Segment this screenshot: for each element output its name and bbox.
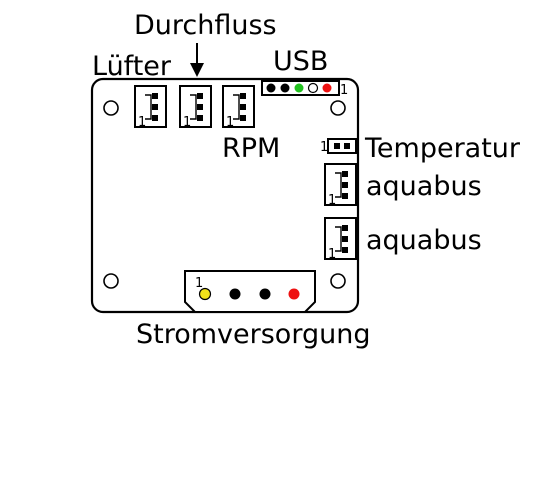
label-rpm: RPM — [222, 133, 280, 164]
mounting-hole-top-left — [103, 100, 119, 116]
label-durchfluss: Durchfluss — [134, 10, 277, 41]
power-pin-2 — [229, 288, 241, 300]
label-usb: USB — [273, 46, 328, 77]
power-connector: 1 — [184, 270, 316, 313]
power-pin-3 — [259, 288, 271, 300]
mounting-hole-bottom-left — [103, 273, 119, 289]
label-aquabus-2: aquabus — [366, 225, 482, 256]
usb-header: 1 — [261, 80, 348, 98]
usb-pin-marker: 1 — [340, 83, 348, 98]
fan-2-pin-marker: 1 — [183, 115, 191, 130]
temperatur-pin-marker: 1 — [320, 140, 328, 155]
usb-pin-5 — [322, 83, 332, 93]
temperature-header: 1 — [320, 138, 357, 155]
mounting-hole-top-right — [330, 100, 346, 116]
aquabus-1-pin-marker: 1 — [328, 193, 336, 208]
power-pin-marker: 1 — [195, 276, 203, 291]
usb-pin-2 — [280, 83, 290, 93]
label-luefter: Lüfter — [92, 51, 172, 82]
power-pin-4 — [288, 288, 300, 300]
label-aquabus-1: aquabus — [366, 171, 482, 202]
usb-pin-1 — [266, 83, 276, 93]
usb-pin-3 — [294, 83, 304, 93]
fan-1-pin-marker: 1 — [138, 115, 146, 130]
label-temperatur: Temperatur — [364, 133, 521, 164]
fan-header-3: 1 — [222, 85, 255, 130]
label-stromversorgung: Stromversorgung — [136, 319, 370, 350]
fan-3-pin-marker: 1 — [226, 115, 234, 130]
aquabus-header-2: 1 — [324, 217, 357, 262]
aquabus-2-pin-marker: 1 — [328, 247, 336, 262]
usb-pin-4 — [307, 82, 319, 94]
mounting-hole-bottom-right — [330, 273, 346, 289]
power-pin-1 — [198, 287, 212, 301]
fan-header-2: 1 — [179, 85, 212, 130]
aquabus-header-1: 1 — [324, 163, 357, 208]
down-arrow-icon — [190, 43, 204, 77]
fan-header-1: 1 — [134, 85, 167, 130]
